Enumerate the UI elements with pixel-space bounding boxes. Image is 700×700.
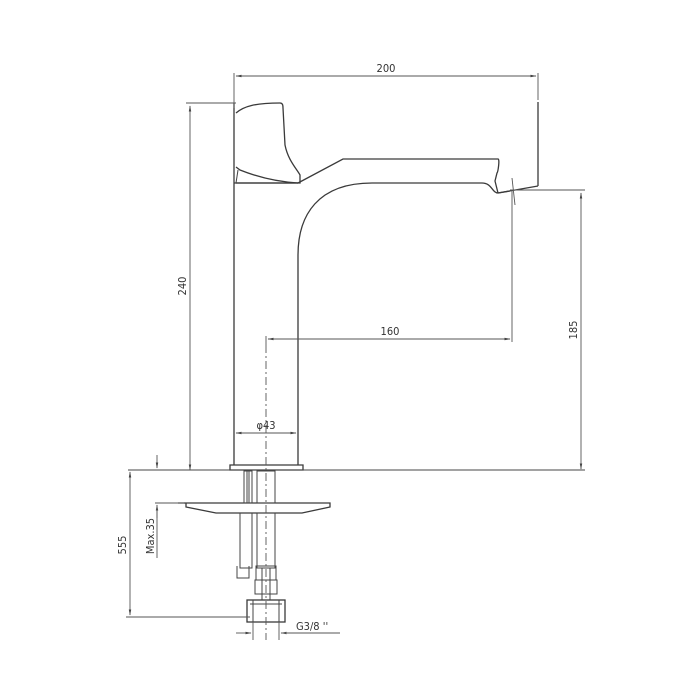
- label-hose-length: 555: [116, 536, 129, 555]
- dimension-connection-thread: G3/8 '': [236, 620, 340, 640]
- label-spout-reach: 160: [381, 325, 400, 338]
- dimension-total-height: 240: [176, 102, 236, 471]
- label-outlet-height: 185: [567, 321, 580, 340]
- dimension-body-diameter: φ43: [235, 419, 297, 435]
- dimension-hose-length: 555: [116, 471, 250, 618]
- handle-lever: [235, 102, 301, 184]
- dimension-spout-reach: 160: [265, 190, 513, 345]
- label-connection-thread: G3/8 '': [296, 620, 328, 633]
- faucet-body: [233, 102, 539, 465]
- base-flange: [229, 464, 304, 471]
- dimension-max-counter: Max.35: [144, 455, 184, 558]
- label-total-width: 200: [377, 62, 396, 75]
- label-body-diameter: φ43: [256, 419, 275, 432]
- dimension-outlet-height: 185: [510, 177, 585, 470]
- label-total-height: 240: [176, 277, 189, 296]
- dimension-total-width: 200: [233, 62, 539, 108]
- threaded-rod: [236, 470, 253, 579]
- fixing-plate: [178, 502, 331, 514]
- label-max-counter: Max.35: [144, 518, 157, 554]
